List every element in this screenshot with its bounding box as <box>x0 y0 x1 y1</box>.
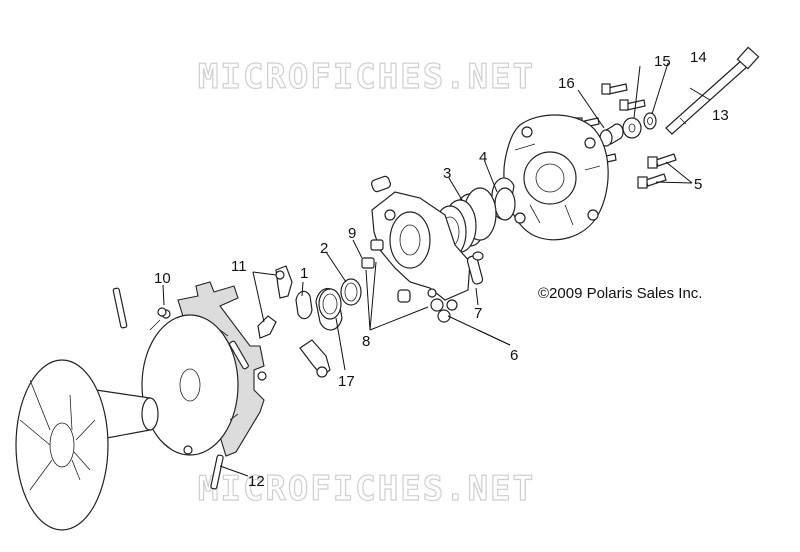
callout-9: 9 <box>348 225 356 242</box>
cover-plate <box>503 114 609 241</box>
part-11-weights <box>257 265 293 339</box>
part-6-rollers <box>427 288 451 323</box>
part-14-washer <box>643 112 657 130</box>
watermark-top: MICROFICHES.NET <box>198 57 535 97</box>
callout-6: 6 <box>510 347 518 364</box>
watermark-bottom: MICROFICHES.NET <box>198 469 535 509</box>
callout-13: 13 <box>712 107 729 124</box>
callout-2: 2 <box>320 240 328 257</box>
sheave-pins <box>112 287 249 490</box>
part-13-long-bolt <box>665 46 760 135</box>
part-2-bushing <box>340 278 362 306</box>
part-10-nut <box>157 307 167 317</box>
callout-12: 12 <box>248 473 265 490</box>
callout-3: 3 <box>443 165 451 182</box>
callout-5: 5 <box>694 176 702 193</box>
part-7-pin <box>466 251 484 285</box>
callout-8: 8 <box>362 333 370 350</box>
spider-assembly <box>371 175 471 311</box>
part-5-bolts <box>637 153 677 189</box>
copyright-text: ©2009 Polaris Sales Inc. <box>538 285 702 302</box>
callout-16: 16 <box>558 75 575 92</box>
callout-10: 10 <box>154 270 171 287</box>
callout-7: 7 <box>474 305 482 322</box>
part-9-buttons <box>361 239 384 269</box>
fixed-sheave-shaft <box>15 359 159 531</box>
callout-4: 4 <box>479 149 487 166</box>
callout-14: 14 <box>690 49 707 66</box>
moveable-sheave <box>141 281 267 457</box>
callout-11: 11 <box>231 258 247 275</box>
callout-labels: 1 2 3 4 5 6 7 8 9 10 11 12 13 14 15 16 1… <box>154 49 729 490</box>
part-15-washer <box>622 117 642 139</box>
callout-17: 17 <box>338 373 355 390</box>
part-4-ring <box>490 177 516 221</box>
part-1-sleeve <box>315 287 343 331</box>
callout-1: 1 <box>300 265 308 282</box>
leader-lines <box>162 62 711 477</box>
part-1-bushing <box>295 290 313 320</box>
part-17-weight <box>299 339 331 378</box>
callout-15: 15 <box>654 53 671 70</box>
